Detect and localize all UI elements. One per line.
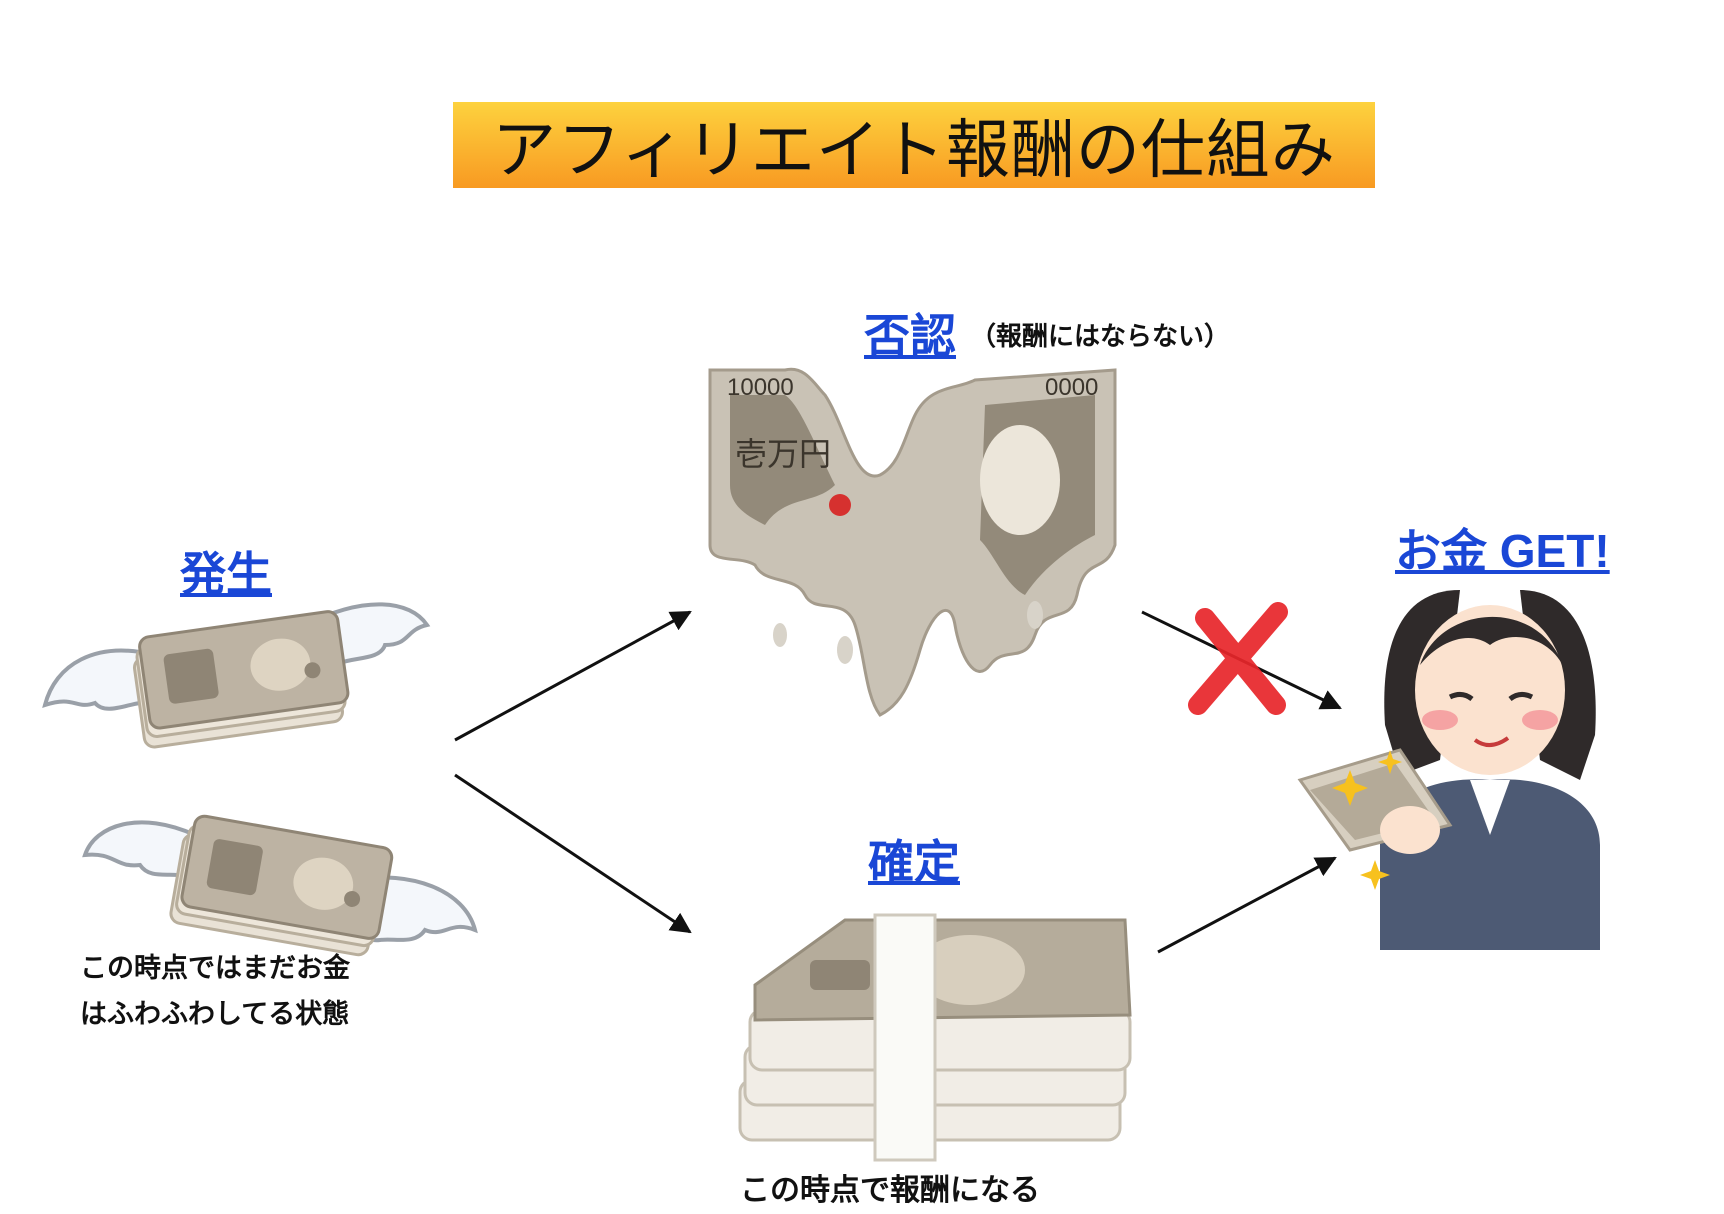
melting-bill-icon: 10000 0000 壱万円 (708, 367, 1117, 717)
bill-denomination: 10000 (727, 374, 794, 401)
flying-money-icon (82, 814, 478, 957)
title-banner: アフィリエイト報酬の仕組み (453, 102, 1375, 188)
bill-denomination-partial: 0000 (1045, 374, 1098, 401)
occurrence-caption-line-2: はふわふわしてる状態 (80, 999, 350, 1030)
sparkle-icon (1332, 750, 1402, 890)
arrow-occurrence-to-rejection (454, 610, 692, 742)
node-label-rejection[interactable]: 否認 (864, 309, 956, 363)
arrow-occurrence-to-confirmation (454, 773, 692, 934)
bill-name-text: 壱万円 (735, 435, 831, 473)
page-title: アフィリエイト報酬の仕組み (492, 114, 1336, 188)
node-label-occurrence[interactable]: 発生 (180, 547, 272, 601)
money-stack-icon (738, 913, 1132, 1162)
occurrence-caption: この時点ではまだお金 はふわふわしてる状態 (80, 946, 350, 1038)
arrow-confirmation-to-result (1157, 856, 1337, 954)
node-label-confirmation[interactable]: 確定 (868, 835, 960, 889)
woman-holding-money-icon (1297, 590, 1600, 950)
flying-money-icon (42, 602, 431, 749)
node-label-result[interactable]: お金 GET! (1395, 525, 1610, 577)
cross-mark-icon (1188, 602, 1288, 715)
occurrence-caption-line-1: この時点ではまだお金 (80, 953, 350, 984)
rejection-note: （報酬にはならない） (970, 322, 1231, 352)
confirmation-caption: この時点で報酬になる (740, 1173, 1040, 1208)
